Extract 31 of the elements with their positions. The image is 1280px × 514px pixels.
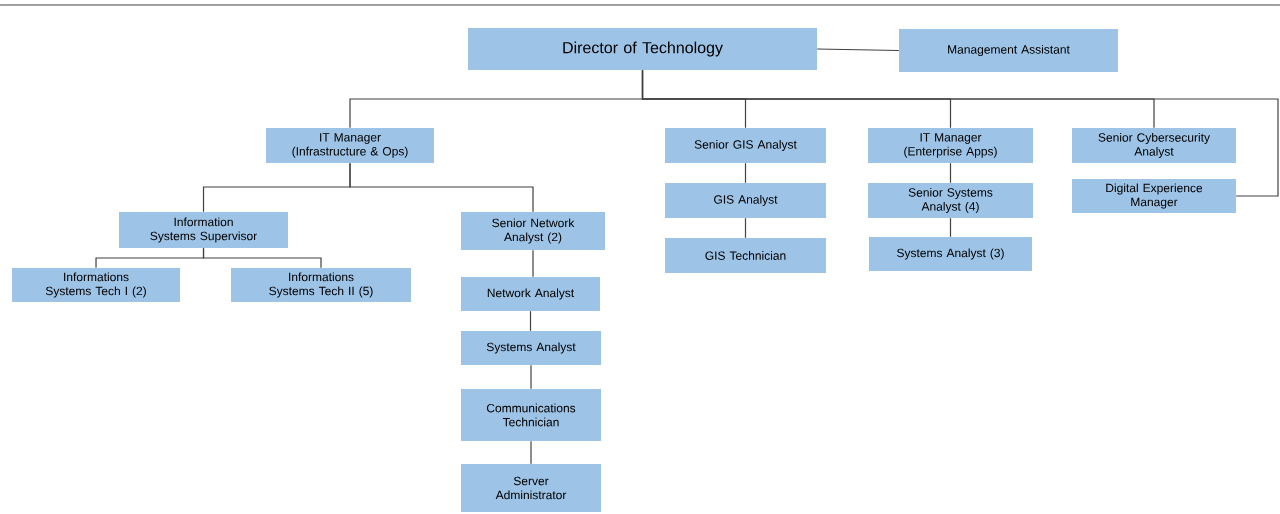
connector-line (816, 48, 900, 52)
connector-line (949, 162, 952, 184)
org-box: IT Manager (Enterprise Apps) (868, 128, 1033, 163)
org-box: Informations Systems Tech II (5) (231, 268, 411, 302)
connector-line (530, 440, 532, 465)
org-box: Communications Technician (461, 389, 601, 441)
org-box: Senior Systems Analyst (4) (868, 183, 1033, 218)
org-box: GIS Technician (665, 238, 826, 273)
org-box: Director of Technology (468, 28, 817, 70)
org-box: Network Analyst (461, 277, 600, 311)
org-box: Systems Analyst (461, 331, 601, 365)
org-box: Information Systems Supervisor (119, 212, 288, 248)
connector-line (202, 247, 322, 269)
org-box: GIS Analyst (665, 183, 826, 218)
org-box: Server Administrator (461, 464, 601, 512)
connector-line (744, 162, 747, 184)
org-box: Senior GIS Analyst (665, 128, 826, 163)
connector-line (641, 69, 1279, 197)
org-box: IT Manager (Infrastructure & Ops) (266, 128, 434, 163)
org-box: Systems Analyst (3) (869, 237, 1032, 271)
org-box: Senior Network Analyst (2) (461, 212, 605, 250)
org-box: Informations Systems Tech I (2) (12, 268, 180, 302)
org-box: Digital Experience Manager (1072, 179, 1236, 213)
org-box: Senior Cybersecurity Analyst (1072, 128, 1236, 163)
org-box: Management Assistant (899, 29, 1118, 72)
connector-line (349, 162, 534, 213)
connector-line (530, 364, 532, 390)
connector-line (529, 310, 532, 332)
connector-line (744, 217, 747, 239)
connector-line (532, 249, 534, 278)
connector-line (949, 217, 952, 238)
